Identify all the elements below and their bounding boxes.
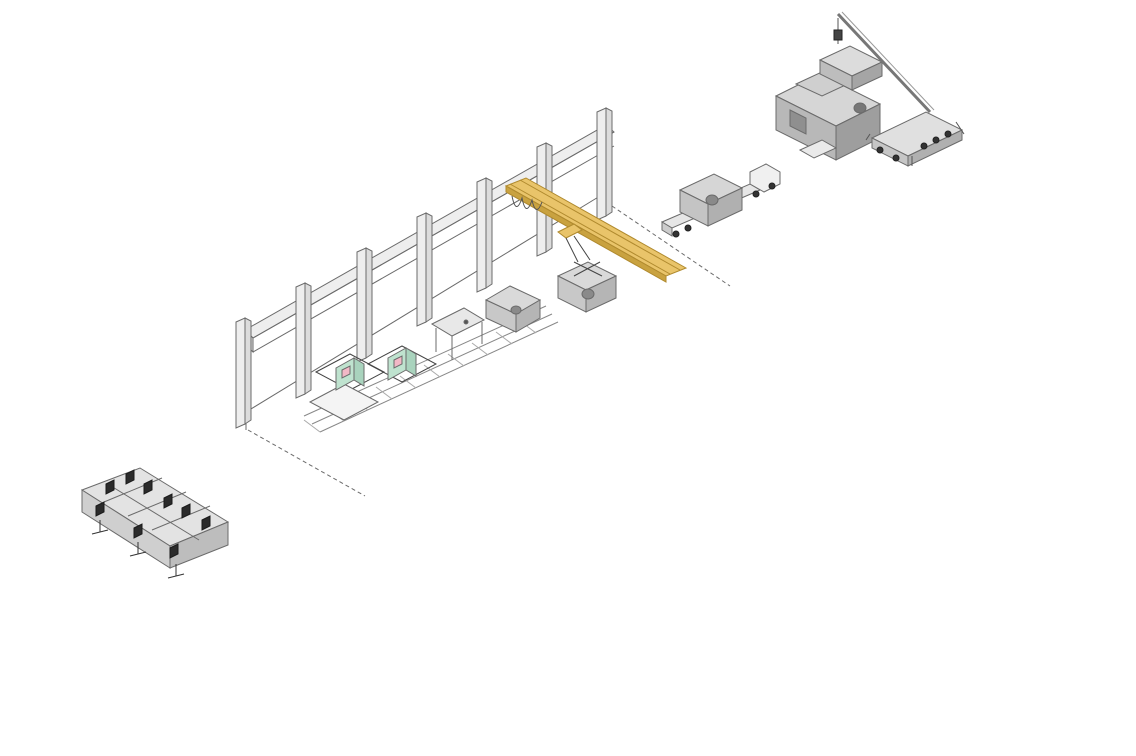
rail-line-icon [303,285,559,433]
truck-icon [660,163,781,238]
gantry-crane-icon [504,177,688,313]
mobile-crane-icon [774,11,965,167]
factory-hall-icon [235,107,731,497]
office-workstations-icon [80,467,230,579]
